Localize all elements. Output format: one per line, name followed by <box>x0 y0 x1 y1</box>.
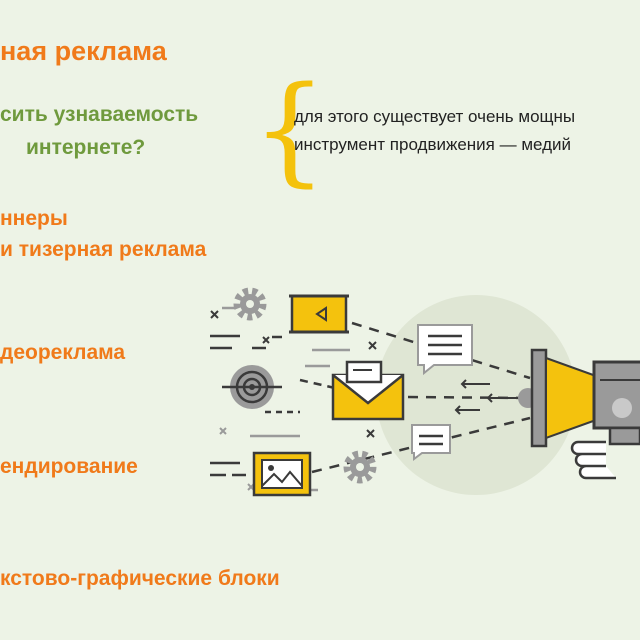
cross-marks <box>210 310 377 438</box>
envelope-icon <box>331 360 405 421</box>
answer-text: для этого существует очень мощны инструм… <box>294 103 575 159</box>
gear-icon-small <box>343 450 377 484</box>
ad-type-banners: ннеры и тизерная реклама <box>0 203 206 265</box>
ad-type-banners-line-1: ннеры <box>0 207 68 230</box>
target-icon <box>222 365 282 409</box>
ad-type-branding: ендирование <box>0 455 138 478</box>
video-player-icon <box>289 294 349 334</box>
curly-brace-icon: { <box>252 60 328 198</box>
chat-bubble-icon <box>417 324 473 376</box>
arrows <box>454 379 518 415</box>
answer-line-1: для этого существует очень мощны <box>294 107 576 126</box>
ad-type-video: деореклама <box>0 341 126 364</box>
question-line-2: интернете? <box>26 136 146 159</box>
gear-icon <box>233 287 267 321</box>
advertising-illustration <box>210 287 640 497</box>
hand-icon <box>570 440 616 480</box>
page-title: ная реклама <box>0 36 167 66</box>
ad-type-text-graphic-blocks: кстово-графические блоки <box>0 567 280 590</box>
question-text: сить узнаваемость интернете? <box>0 98 198 164</box>
answer-line-2: инструмент продвижения — медий <box>294 135 572 154</box>
ad-type-banners-line-2: и тизерная реклама <box>0 238 207 261</box>
chat-bubble-icon-small <box>411 424 451 461</box>
megaphone-icon <box>518 348 640 448</box>
question-line-1: сить узнаваемость <box>0 103 199 126</box>
picture-icon <box>252 451 312 497</box>
